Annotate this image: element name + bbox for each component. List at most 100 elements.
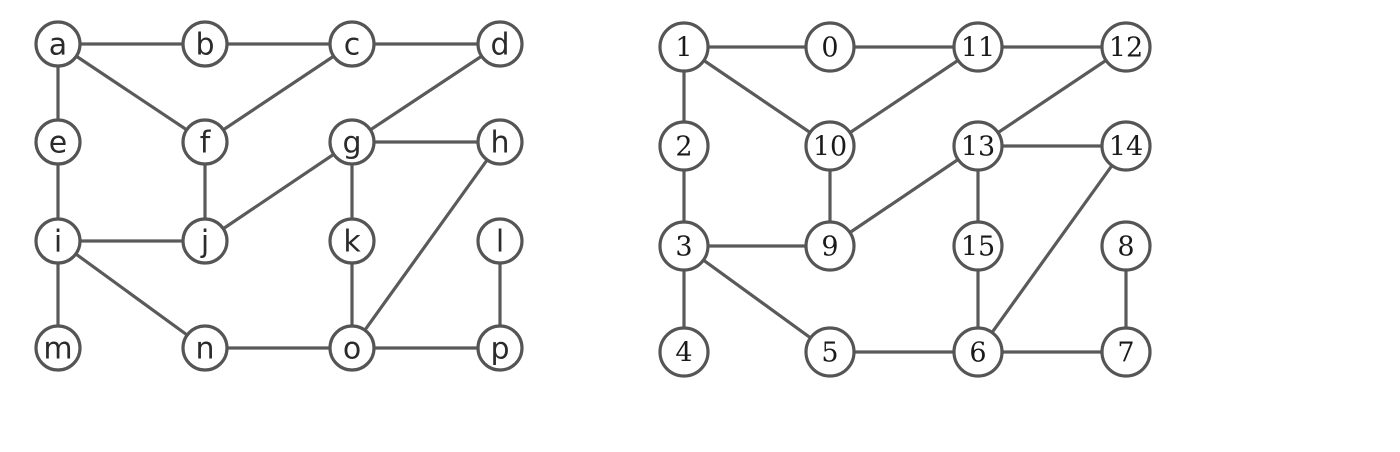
edge-14-6 [976,144,1128,354]
node-7: 7 [1100,326,1152,378]
edge-j-g [203,140,354,243]
node-circle [181,217,229,265]
node-label: 13 [961,132,995,163]
node-circle [181,118,229,166]
node-label: o [343,332,361,367]
node-label: d [490,28,509,63]
letter-graph-nodes: a b c d e f g h i j k l m n o p [34,20,524,372]
node-circle [181,20,229,68]
node-circle [658,326,710,378]
node-label: j [200,225,209,260]
edge-11-10 [828,45,980,148]
node-circle [658,220,710,272]
node-m: m [34,324,82,372]
node-label: h [490,126,509,161]
node-label: 9 [821,232,838,263]
edge-1-10 [682,45,832,148]
node-0: 0 [804,21,856,73]
node-13: 13 [952,120,1004,172]
node-label: 12 [1109,33,1143,64]
node-l: l [476,217,524,265]
node-label: k [343,225,361,260]
node-a: a [34,20,82,68]
node-j: j [181,217,229,265]
node-circle [952,120,1004,172]
node-k: k [328,217,376,265]
node-p: p [476,324,524,372]
node-circle [476,20,524,68]
node-label: a [49,28,67,63]
node-h: h [476,118,524,166]
node-c: c [328,20,376,68]
node-label: 1 [675,33,692,64]
node-label: f [200,126,212,161]
node-9: 9 [804,220,856,272]
node-label: b [195,28,214,63]
node-circle [804,220,856,272]
node-2: 2 [658,120,710,172]
node-b: b [181,20,229,68]
node-label: 7 [1117,338,1134,369]
node-circle [1100,326,1152,378]
node-circle [658,120,710,172]
node-3: 3 [658,220,710,272]
node-label: 10 [813,132,847,163]
node-circle [476,324,524,372]
node-circle [476,118,524,166]
node-6: 6 [952,326,1004,378]
node-label: 2 [675,132,692,163]
node-label: i [54,225,62,260]
node-label: 3 [675,232,692,263]
node-n: n [181,324,229,372]
node-12: 12 [1100,21,1152,73]
node-label: 0 [821,33,838,64]
node-label: l [496,225,504,260]
node-4: 4 [658,326,710,378]
node-i: i [34,217,82,265]
edge-3-5 [682,244,832,354]
node-d: d [476,20,524,68]
node-10: 10 [804,120,856,172]
node-circle [804,21,856,73]
node-label: 11 [961,33,995,64]
node-1: 1 [658,21,710,73]
edge-d-g [350,42,502,144]
node-label: c [344,28,361,63]
node-circle [34,20,82,68]
node-circle [328,324,376,372]
node-label: e [49,126,67,161]
node-circle [952,326,1004,378]
node-14: 14 [1100,120,1152,172]
node-label: 6 [969,338,986,369]
node-circle [34,217,82,265]
node-circle [1100,120,1152,172]
edge-12-13 [976,45,1128,148]
node-label: 5 [821,338,838,369]
node-circle [804,120,856,172]
node-circle [1100,220,1152,272]
node-circle [952,21,1004,73]
node-o: o [328,324,376,372]
node-circle [658,21,710,73]
node-circle [804,326,856,378]
node-circle [34,118,82,166]
node-circle [952,220,1004,272]
node-circle [328,118,376,166]
node-circle [328,20,376,68]
edge-i-n [56,239,207,350]
node-label: 15 [961,232,995,263]
node-label: n [195,332,214,367]
node-e: e [34,118,82,166]
node-circle [1100,21,1152,73]
node-label: 14 [1109,132,1143,163]
node-g: g [328,118,376,166]
edge-c-f [203,42,354,144]
node-label: m [43,332,72,367]
node-label: g [342,126,361,161]
number-graph-edges [682,45,1128,354]
node-11: 11 [952,21,1004,73]
letter-graph-edges [56,42,502,350]
